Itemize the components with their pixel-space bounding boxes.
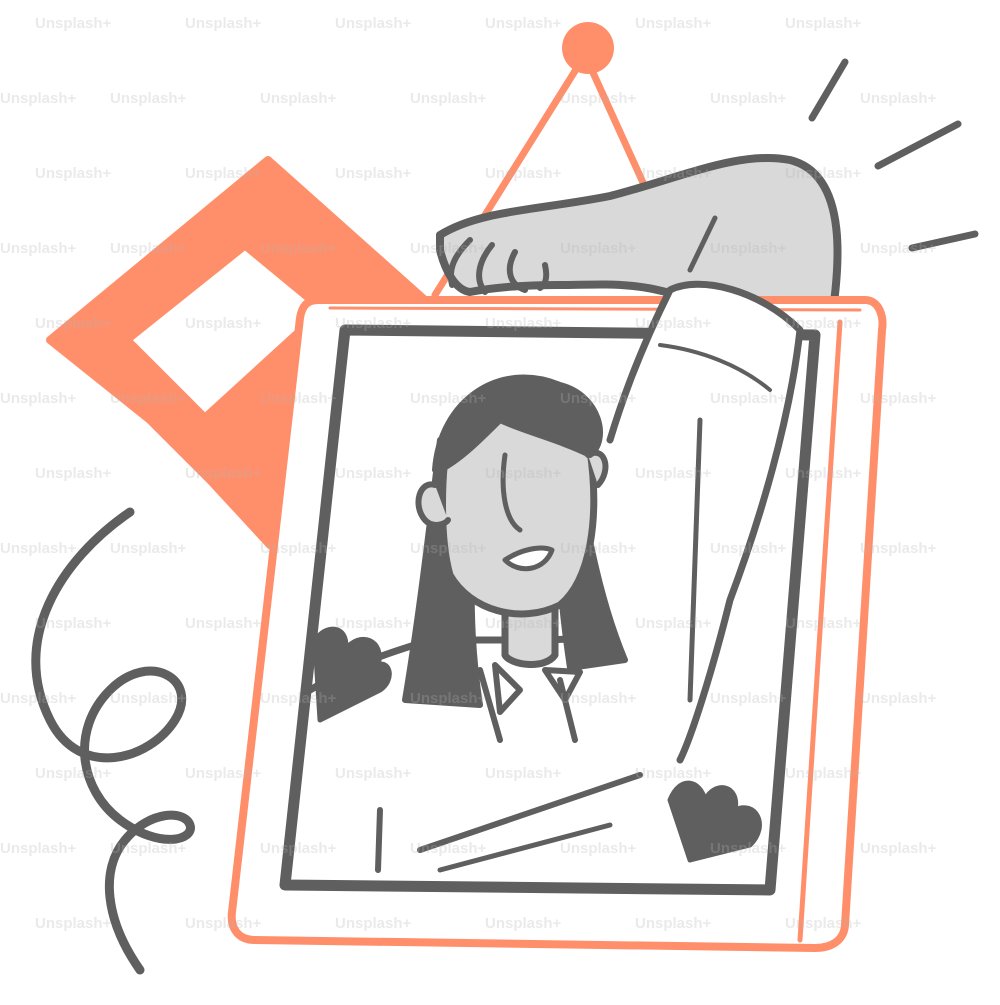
swirl-doodle-icon xyxy=(31,507,195,975)
foliage-scribbles xyxy=(312,626,762,863)
arm-over-frame xyxy=(436,153,842,334)
sparkle-lines-icon xyxy=(808,58,979,252)
person-figure xyxy=(306,280,804,873)
